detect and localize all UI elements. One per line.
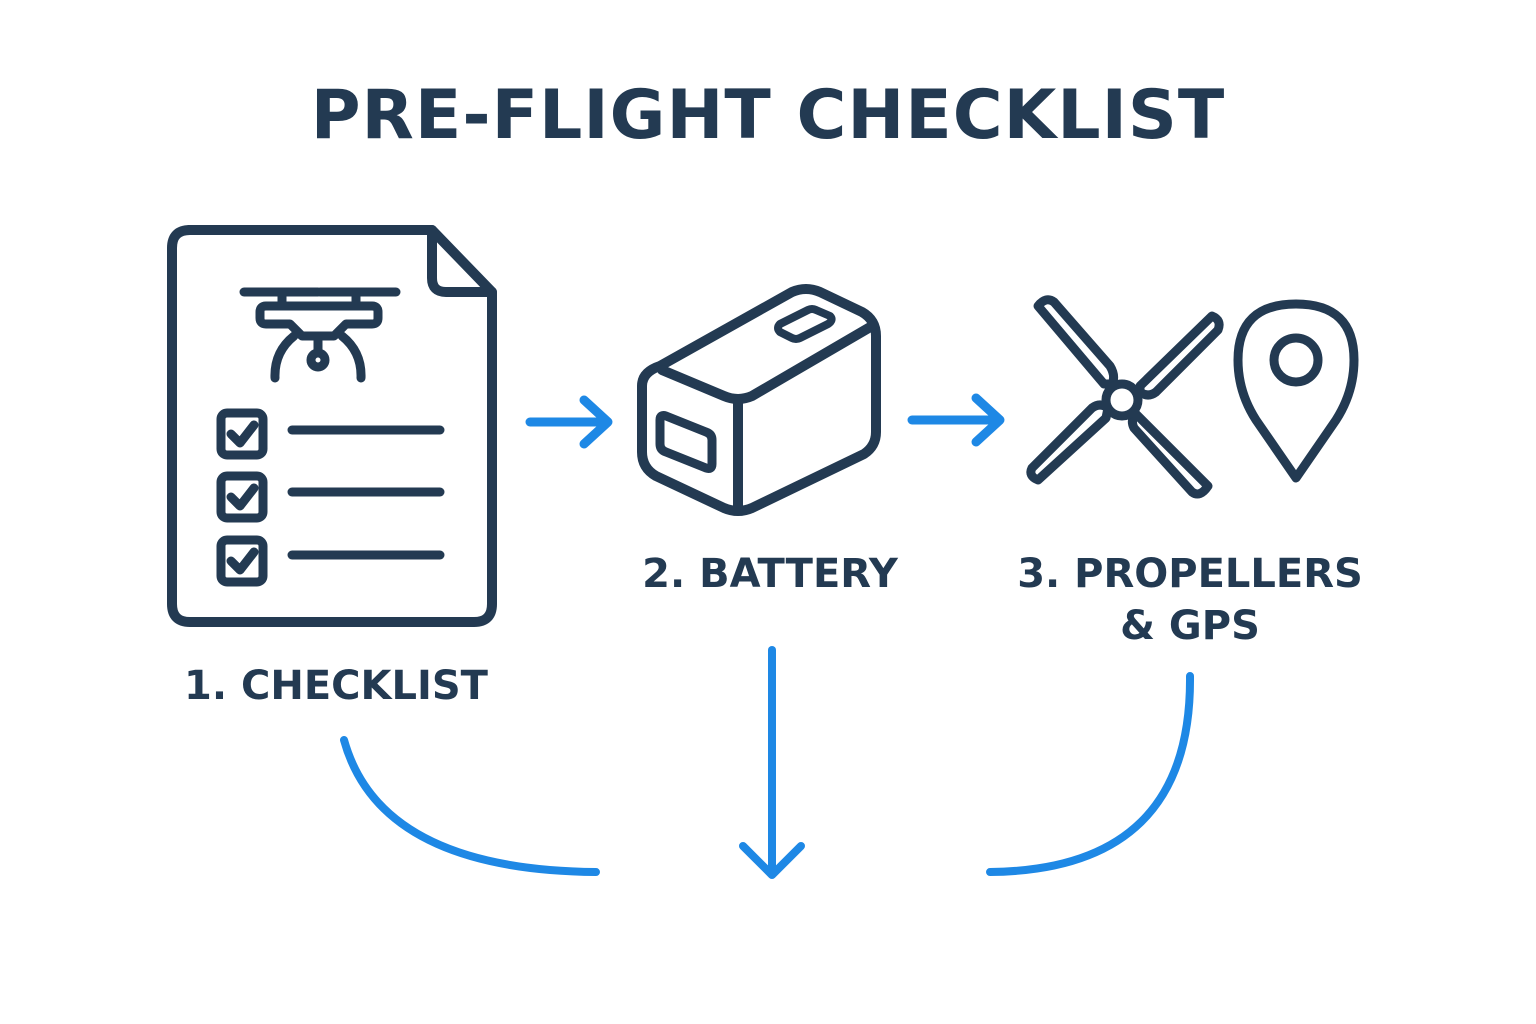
gps-pin-icon: [1233, 299, 1359, 483]
step-label-battery: 2. BATTERY: [642, 551, 898, 597]
arrow-right-icon: [907, 393, 1005, 447]
step-label-line: 3. PROPELLERS: [1017, 551, 1363, 597]
battery-icon: [637, 284, 881, 516]
flow-connectors: [340, 646, 1195, 879]
propeller-icon: [1026, 295, 1224, 499]
checkbox-checked-icon: [216, 408, 268, 460]
arrow-right-icon: [525, 395, 613, 449]
drone-icon: [239, 287, 401, 383]
step-label-checklist: 1. CHECKLIST: [184, 663, 488, 709]
connector-from-propellers: [986, 672, 1195, 876]
checklist-document-icon: [167, 225, 497, 627]
step-label-line: & GPS: [1120, 603, 1260, 649]
page-title: PRE-FLIGHT CHECKLIST: [310, 76, 1226, 155]
arrow-down-icon: [739, 842, 805, 879]
step-label-propellers-gps: 3. PROPELLERS & GPS: [1000, 548, 1380, 652]
connector-from-checklist: [340, 736, 600, 876]
checkbox-checked-icon: [216, 471, 268, 523]
checkbox-checked-icon: [216, 535, 268, 587]
